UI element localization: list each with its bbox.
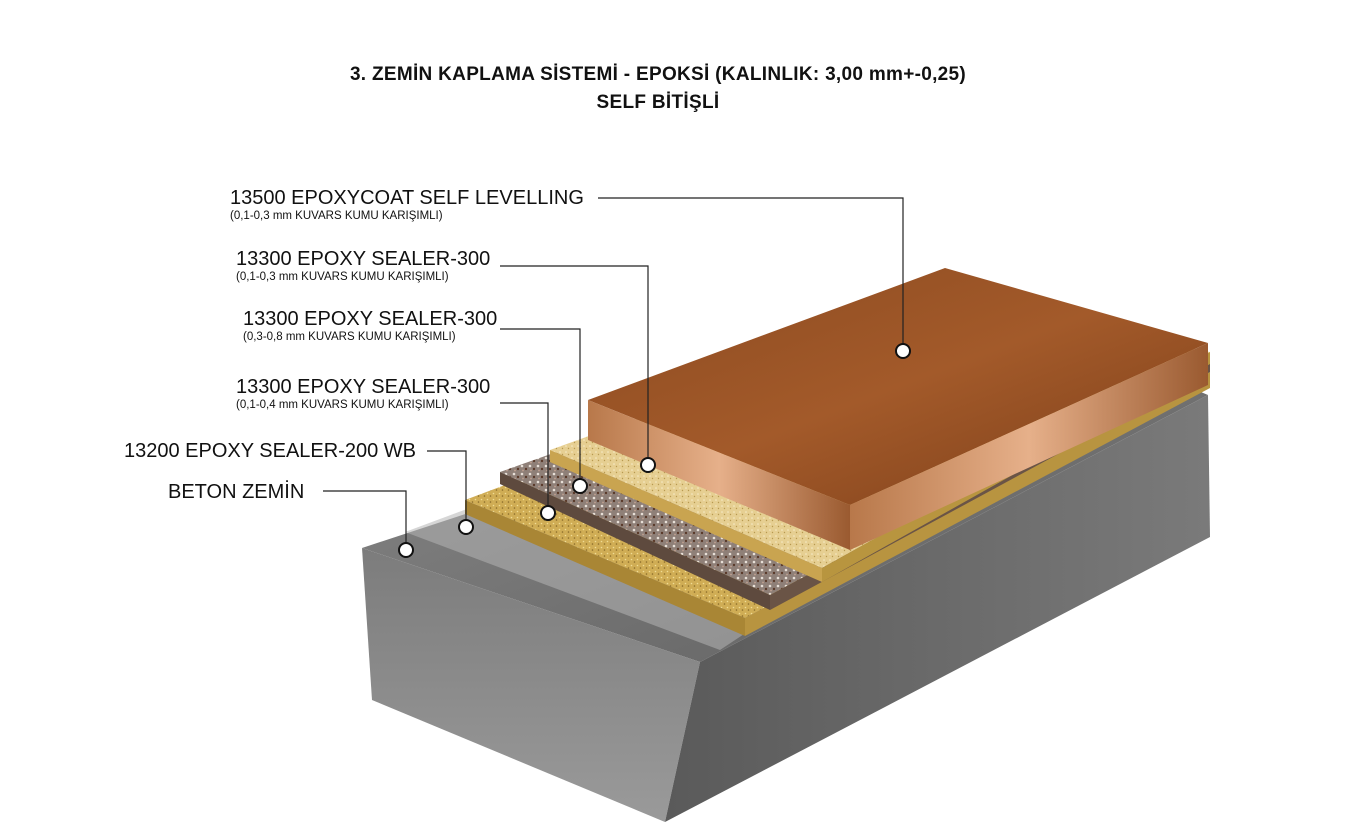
page-title: 3. ZEMİN KAPLAMA SİSTEMİ - EPOKSİ (KALIN… xyxy=(349,64,967,85)
leader-lines xyxy=(323,197,904,550)
layer-note: (0,3-0,8 mm KUVARS KUMU KARIŞIMLI) xyxy=(243,331,456,343)
layer-name: 13300 EPOXY SEALER-300 xyxy=(236,248,491,270)
layer-note: (0,1-0,3 mm KUVARS KUMU KARIŞIMLI) xyxy=(236,271,449,283)
page-subtitle: SELF BİTİŞLİ xyxy=(596,92,720,113)
layer-name: 13300 EPOXY SEALER-300 xyxy=(236,376,491,398)
layer-markers xyxy=(398,343,911,558)
layer-note: (0,1-0,4 mm KUVARS KUMU KARIŞIMLI) xyxy=(236,399,449,411)
layer-name: 13300 EPOXY SEALER-300 xyxy=(243,308,498,330)
layer-label-3: 13300 EPOXY SEALER-300 (0,3-0,8 mm KUVAR… xyxy=(243,308,497,344)
epoxy-top-layer xyxy=(588,268,1208,550)
layer-name: 13500 EPOXYCOAT SELF LEVELLING xyxy=(230,187,584,209)
layer-label-1: 13500 EPOXYCOAT SELF LEVELLING (0,1-0,3 … xyxy=(230,187,584,223)
layer-label-5: 13200 EPOXY SEALER-200 WB xyxy=(124,440,417,462)
layer-note: (0,1-0,3 mm KUVARS KUMU KARIŞIMLI) xyxy=(230,210,443,222)
layer-label-4: 13300 EPOXY SEALER-300 (0,1-0,4 mm KUVAR… xyxy=(236,376,490,412)
layer-label-2: 13300 EPOXY SEALER-300 (0,1-0,3 mm KUVAR… xyxy=(236,248,490,284)
layer-label-6: BETON ZEMİN xyxy=(168,481,305,503)
